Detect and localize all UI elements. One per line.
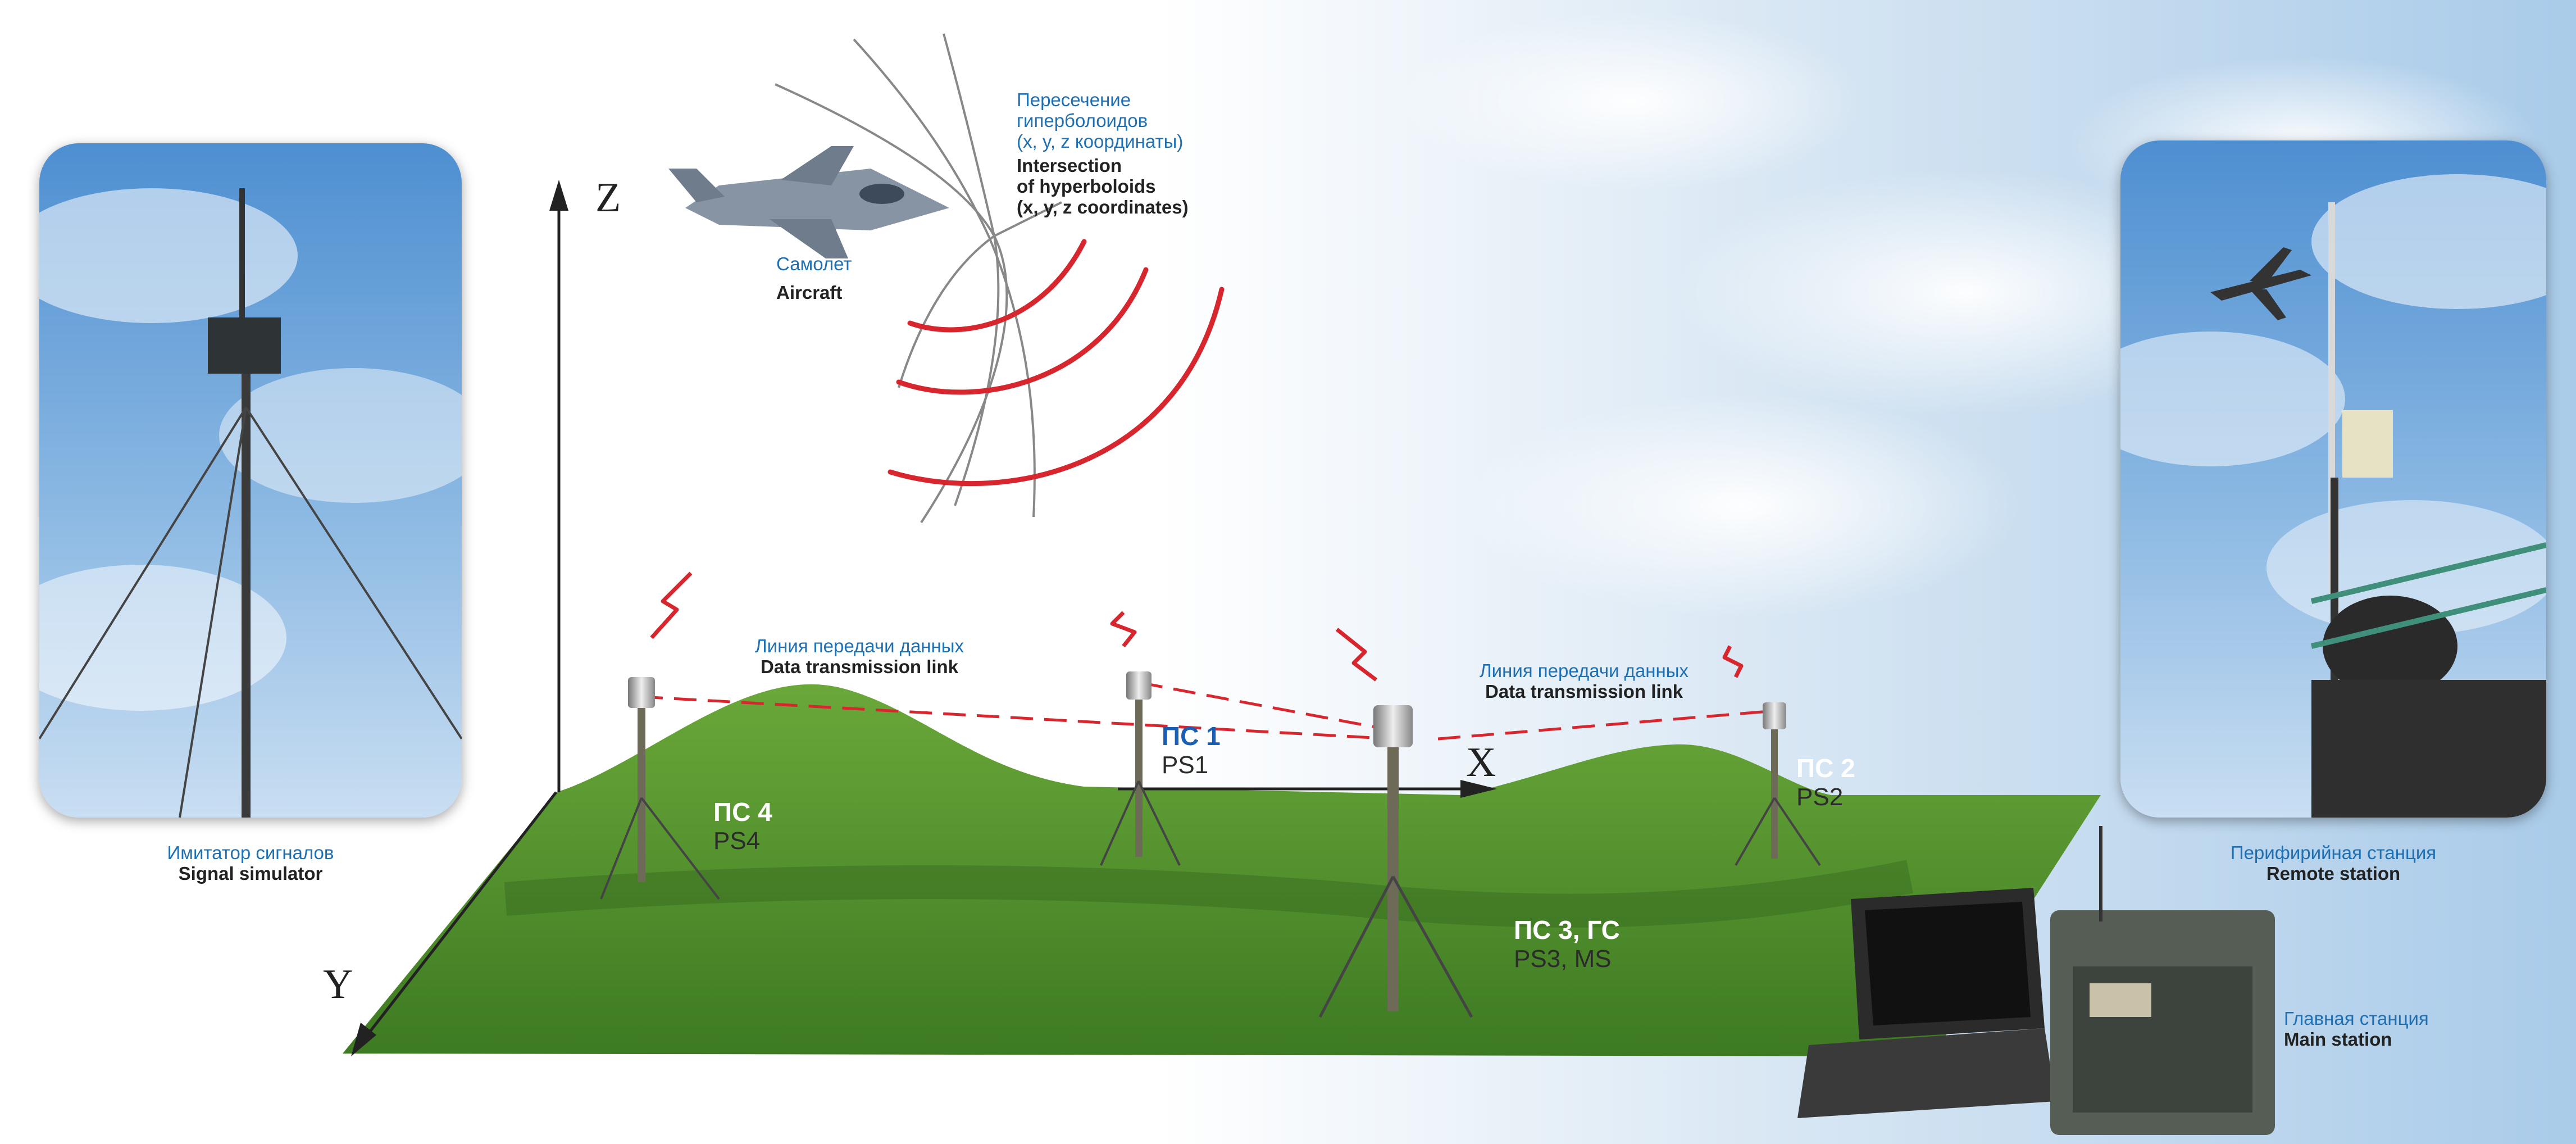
main-station-equipment [1797, 826, 2275, 1135]
intersection-en-line: of hyperboloids [1017, 175, 1156, 197]
intersection-ru-line: Пересечение [1017, 89, 1131, 110]
signal-zigzags [650, 571, 1744, 682]
remote-station-caption: Перифирийная станция Remote station [2176, 842, 2491, 884]
clouds [1393, 11, 2539, 618]
fighter-aircraft [668, 146, 949, 258]
main-station-en: Main station [2284, 1028, 2392, 1050]
data-link-right-label: Линия передачи данных Data transmission … [1466, 660, 1702, 702]
station-ps1-ru: ПС 1 [1162, 721, 1221, 751]
airliner-icon [2210, 247, 2311, 320]
data-links [640, 681, 1776, 741]
intersection-ru-line: (x, y, z координаты) [1017, 130, 1184, 152]
signal-simulator-ru: Имитатор сигналов [167, 842, 334, 863]
signal-simulator-en: Signal simulator [178, 862, 323, 884]
terrain-ground [343, 684, 2101, 1056]
hyperbola-curves [775, 33, 1062, 524]
station-ps4-en: PS4 [713, 827, 761, 855]
intersection-en-line: Intersection [1017, 155, 1122, 176]
station-ps3-en: PS3, MS [1514, 945, 1612, 973]
station-ps2-ru: ПС 2 [1796, 753, 1855, 783]
remote-station-en: Remote station [2266, 862, 2401, 884]
station-ps1-en: PS1 [1162, 751, 1209, 779]
station-ps3-ru: ПС 3, ГС [1514, 915, 1620, 945]
data-link-left-label: Линия передачи данных Data transmission … [741, 635, 977, 678]
axis-z-label: Z [595, 175, 621, 221]
data-link-right-en: Data transmission link [1485, 680, 1683, 702]
data-link-right-ru: Линия передачи данных [1480, 660, 1688, 681]
aircraft-ru: Самолет [776, 253, 852, 274]
remote-station-photo [2120, 140, 2546, 818]
aircraft-en: Aircraft [776, 282, 843, 303]
intersection-label: Пересечение гиперболоидов (x, y, z коорд… [1017, 89, 1189, 218]
station-ps1-label: ПС 1 PS1 [1162, 721, 1221, 779]
station-ps2 [1735, 702, 1821, 866]
intersection-ru-line: гиперболоидов [1017, 110, 1148, 131]
station-ps3 [1318, 705, 1473, 1018]
main-station-ru: Главная станция [2284, 1008, 2429, 1029]
data-link-left-ru: Линия передачи данных [755, 635, 964, 656]
station-ps4 [600, 677, 720, 900]
station-ps2-en: PS2 [1796, 783, 1844, 811]
axis-x-label: X [1466, 739, 1496, 786]
signal-wavefronts [888, 239, 1225, 487]
station-ps4-ru: ПС 4 [713, 797, 772, 827]
axis-y-label: Y [323, 961, 353, 1007]
station-ps3-label: ПС 3, ГС PS3, MS [1514, 915, 1620, 973]
axis-y [351, 791, 557, 1056]
aircraft-label: Самолет Aircraft [776, 253, 852, 303]
signal-simulator-mast-graphic [39, 188, 462, 818]
station-ps2-label: ПС 2 PS2 [1796, 753, 1855, 811]
station-ps1 [1100, 671, 1181, 866]
axis-x [1118, 780, 1497, 798]
intersection-en-line: (x, y, z coordinates) [1017, 196, 1189, 217]
station-ps4-label: ПС 4 PS4 [713, 797, 772, 855]
data-link-left-en: Data transmission link [760, 656, 959, 677]
signal-simulator-photo [39, 143, 462, 818]
terrain-shadow [504, 860, 1913, 928]
remote-station-mast-graphic [2120, 174, 2546, 818]
signal-simulator-caption: Имитатор сигналов Signal simulator [93, 842, 408, 884]
axis-z [549, 180, 568, 792]
remote-station-ru: Перифирийная станция [2230, 842, 2437, 863]
main-station-caption: Главная станция Main station [2284, 1008, 2429, 1050]
